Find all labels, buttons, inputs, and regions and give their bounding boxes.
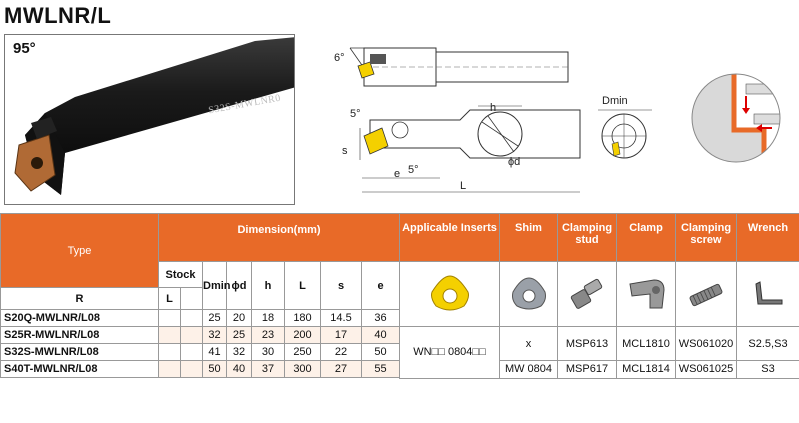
- wrench-cell: S3: [736, 360, 799, 379]
- d-cell: 20: [226, 309, 252, 327]
- shim-header: Shim: [499, 213, 558, 262]
- L-header: L: [284, 261, 321, 310]
- shim-cell: MW 0804: [499, 360, 558, 379]
- d-cell: 25: [226, 326, 252, 344]
- wrench-cell: S2.5,S3: [736, 326, 799, 361]
- screw-image-cell: [675, 261, 737, 327]
- end-view-diagram: Dmin: [596, 95, 656, 163]
- stud-cell: MSP613: [557, 326, 617, 361]
- h-cell: 23: [251, 326, 285, 344]
- stud-cell: MSP617: [557, 360, 617, 379]
- e-cell: 50: [361, 343, 400, 361]
- dmin-header: Dmin: [202, 261, 231, 310]
- wrench-image-cell: [736, 261, 799, 327]
- s-cell: 17: [320, 326, 362, 344]
- d-cell: 32: [226, 343, 252, 361]
- side-d-label: ϕd: [508, 156, 521, 168]
- clamp-header: Clamp: [616, 213, 676, 262]
- side-view-diagram: 5° s e 5° h ϕd L: [340, 100, 581, 205]
- clamp-image-cell: [616, 261, 676, 327]
- model-cell: S25R-MWLNR/L08: [0, 326, 159, 344]
- wrench-header: Wrench: [736, 213, 799, 262]
- dmin-cell: 50: [202, 360, 227, 378]
- model-cell: S32S-MWLNR/L08: [0, 343, 159, 361]
- stud-image-cell: [557, 261, 617, 327]
- dmin-cell: 32: [202, 326, 227, 344]
- stock-r-cell: [158, 326, 181, 344]
- table-row: S40T-MWLNR/L08 50 40 37 300 27 55 MW 080…: [0, 360, 799, 379]
- clamping-stud-icon: [570, 278, 603, 309]
- h-header: h: [251, 261, 285, 310]
- side-s-label: s: [342, 145, 348, 157]
- L-cell: 250: [284, 343, 321, 361]
- stock-l-cell: [180, 360, 203, 378]
- wrench-icon: [755, 281, 783, 305]
- top-view-diagram: 6°: [330, 40, 570, 101]
- e-cell: 55: [361, 360, 400, 378]
- L-cell: 180: [284, 309, 321, 327]
- stock-r-cell: [158, 309, 181, 327]
- L-cell: 200: [284, 326, 321, 344]
- shim-image-cell: [499, 261, 558, 327]
- h-cell: 18: [251, 309, 285, 327]
- h-cell: 37: [251, 360, 285, 378]
- screw-cell: WS061020: [675, 326, 737, 361]
- stock-l-header: L: [158, 287, 181, 310]
- h-cell: 30: [251, 343, 285, 361]
- s-cell: 22: [320, 343, 362, 361]
- page-title: MWLNR/L: [4, 3, 112, 28]
- boring-detail-diagram: [690, 70, 782, 171]
- type-header: Type: [0, 213, 159, 288]
- s-cell: 14.5: [320, 309, 362, 327]
- shim-cell: x: [499, 326, 558, 361]
- d-cell: 40: [226, 360, 252, 378]
- insert-image-cell: [399, 261, 500, 327]
- table-row: S25R-MWLNR/L08 32 25 23 200 17 40 WN□□ 0…: [0, 326, 799, 379]
- side-angle-label-1: 5°: [350, 108, 361, 120]
- side-h-label: h: [490, 102, 497, 114]
- dimension-header: Dimension(mm): [158, 213, 400, 262]
- stock-header: Stock: [158, 261, 203, 288]
- e-header: e: [361, 261, 400, 310]
- clamping-stud-header: Clamping stud: [557, 213, 617, 262]
- stock-l-cell: [180, 343, 203, 361]
- specification-table: Type Dimension(mm) Applicable Inserts Sh…: [0, 213, 799, 379]
- stock-r-cell: [158, 343, 181, 361]
- side-angle-label-2: 5°: [408, 164, 419, 176]
- model-cell: S40T-MWLNR/L08: [0, 360, 159, 378]
- d-header: ϕd: [226, 261, 252, 310]
- dmin-cell: 41: [202, 343, 227, 361]
- inserts-header: Applicable Inserts: [399, 213, 500, 262]
- shim-icon: [511, 277, 546, 310]
- stock-l-cell: [180, 326, 203, 344]
- end-dmin-label: Dmin: [602, 95, 628, 107]
- clamp-icon: [629, 279, 665, 309]
- L-cell: 300: [284, 360, 321, 378]
- stock-r-cell: [158, 360, 181, 378]
- clamping-screw-header: Clamping screw: [675, 213, 737, 262]
- model-cell: S20Q-MWLNR/L08: [0, 309, 159, 327]
- s-cell: 27: [320, 360, 362, 378]
- photo-angle-label: 95°: [13, 40, 36, 57]
- clamping-screw-icon: [689, 283, 723, 307]
- stock-r-header: R: [0, 287, 159, 310]
- stock-l-cell: [180, 309, 203, 327]
- clamp-cell: MCL1814: [616, 360, 676, 379]
- screw-cell: WS061025: [675, 360, 737, 379]
- insert-cell: WN□□ 0804□□: [399, 326, 500, 379]
- e-cell: 36: [361, 309, 400, 327]
- side-e-label: e: [394, 168, 401, 180]
- insert-icon: [430, 275, 469, 311]
- e-cell: 40: [361, 326, 400, 344]
- side-L-label: L: [460, 180, 467, 192]
- s-header: s: [320, 261, 362, 310]
- dmin-cell: 25: [202, 309, 227, 327]
- top-angle-label: 6°: [334, 52, 345, 64]
- clamp-cell: MCL1810: [616, 326, 676, 361]
- product-photo: 95° S32S-MWLNR0: [4, 34, 295, 205]
